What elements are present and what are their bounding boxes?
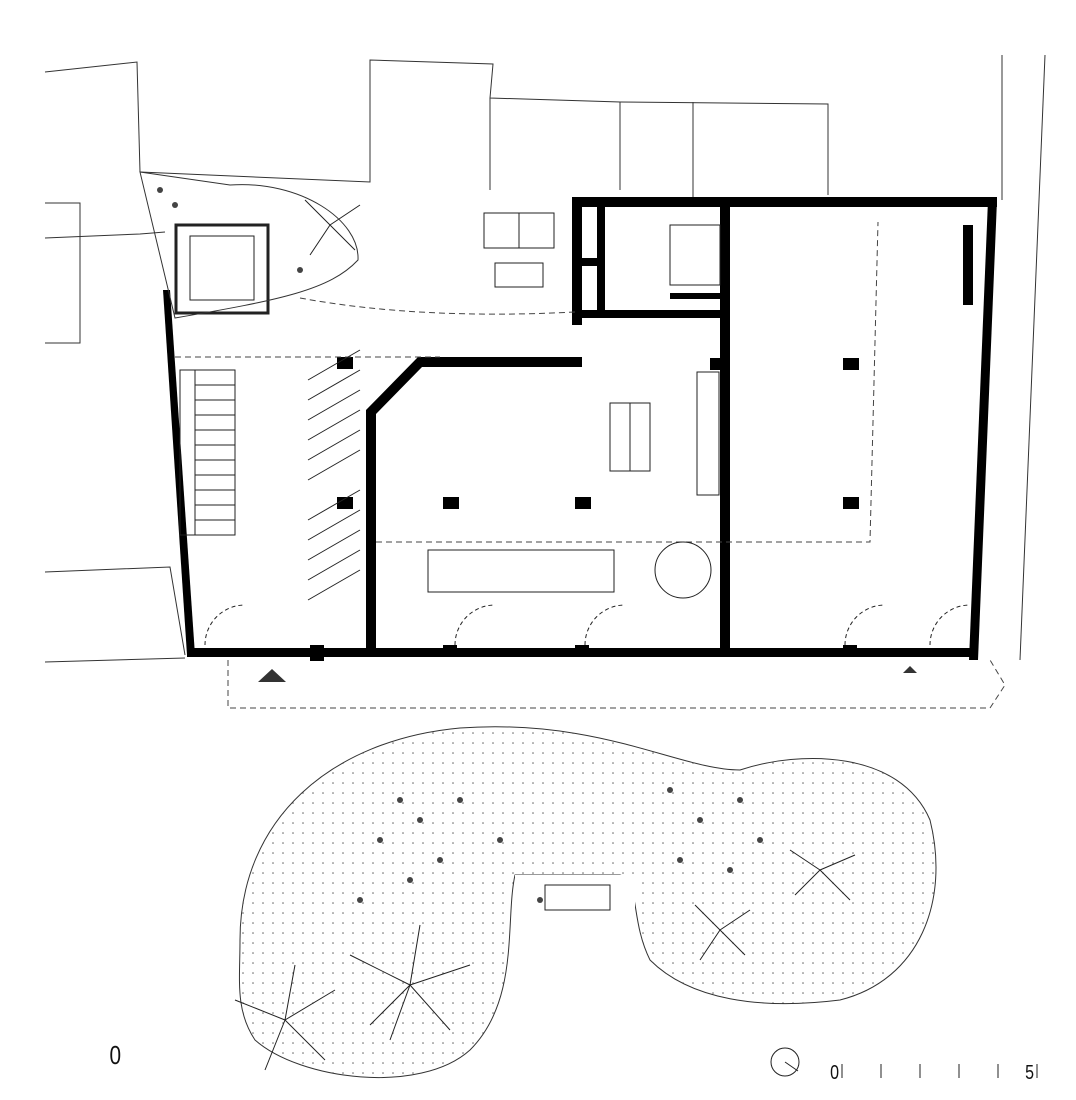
north-arrow-icon [770, 1047, 800, 1077]
neighbor-boundaries [44, 54, 1046, 663]
scale-bar [841, 1064, 1038, 1078]
columns [310, 357, 859, 661]
stair-treads [195, 384, 235, 521]
stair [179, 369, 236, 536]
entrance-markers [258, 666, 917, 682]
bike-rack [307, 349, 361, 601]
building-walls [163, 197, 997, 660]
floor-level-label: 0 [109, 1040, 122, 1070]
dashed-outlines [175, 221, 1006, 709]
scale-bar-start-label: 0 [830, 1062, 840, 1084]
palm-plants [234, 199, 856, 1071]
furniture [174, 212, 971, 646]
ground-cover [157, 187, 763, 903]
garden [139, 171, 937, 1079]
scale-bar-end-label: 5 [1025, 1062, 1035, 1084]
